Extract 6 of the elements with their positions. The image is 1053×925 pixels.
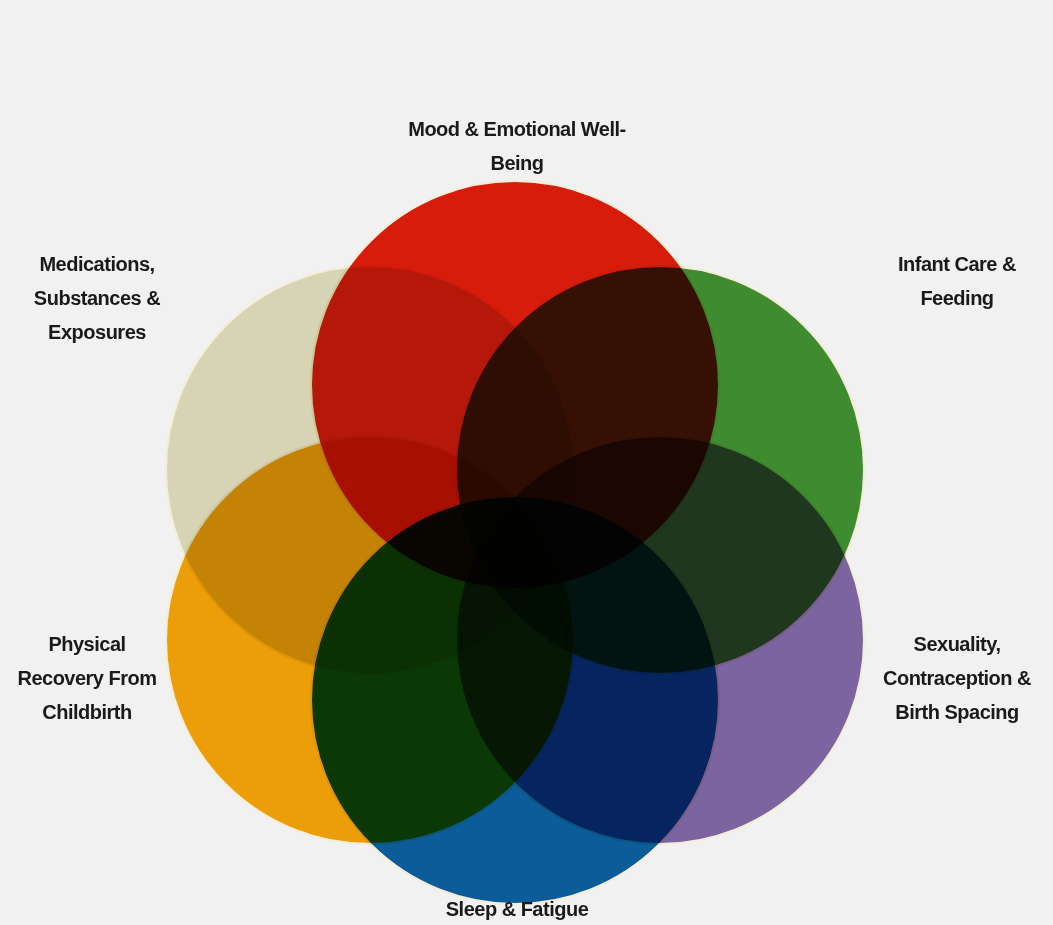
circle-label: Physical Recovery From Childbirth	[16, 632, 158, 725]
circle-label: Infant Care & Feeding	[897, 252, 1017, 311]
circle-label: Sexuality, Contraception & Birth Spacing	[881, 632, 1033, 725]
circle-label: Sleep & Fatigue	[444, 897, 590, 922]
circle-label: Mood & Emotional Well-Being	[407, 117, 627, 176]
circle-label: Medications, Substances & Exposures	[32, 252, 162, 345]
